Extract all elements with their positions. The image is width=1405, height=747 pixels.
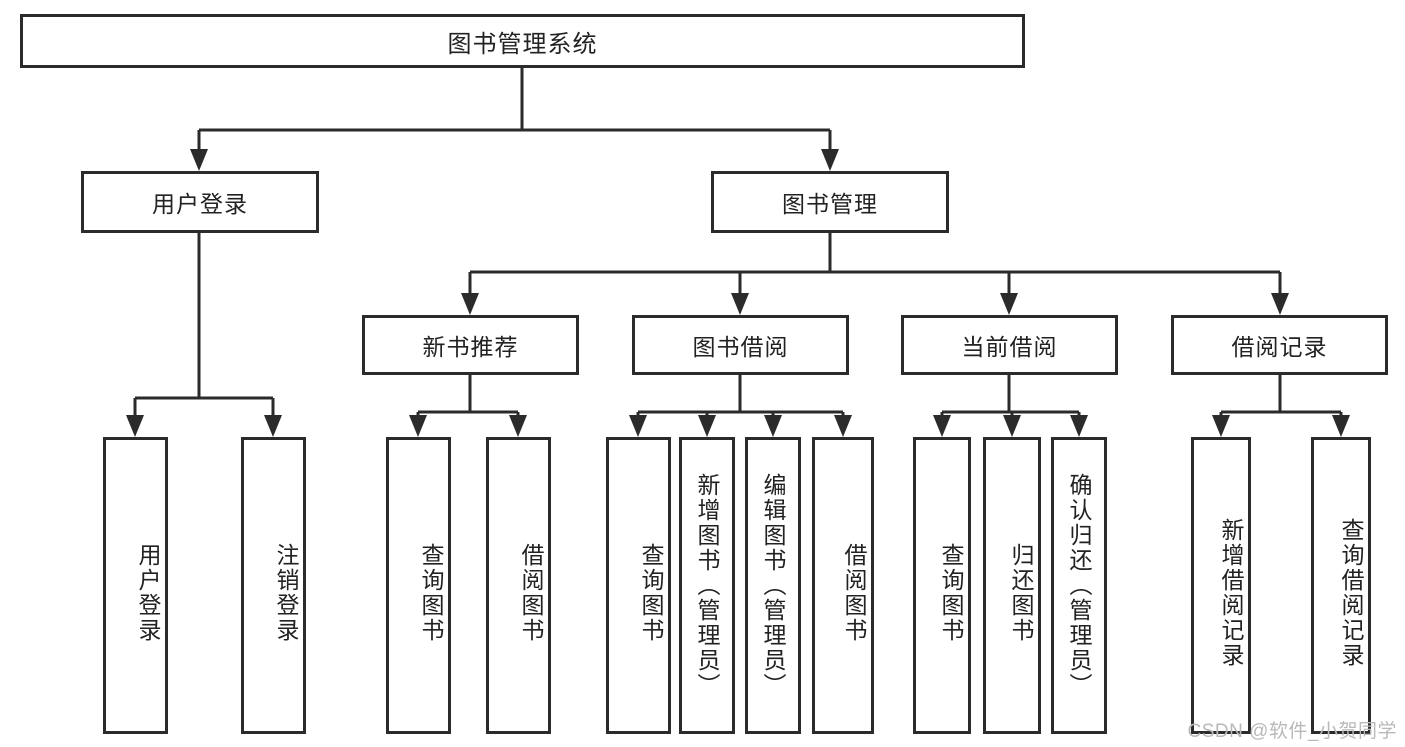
- node-book-borrow[interactable]: 图书借阅: [632, 315, 849, 375]
- node-book-management[interactable]: 图书管理: [711, 171, 949, 233]
- node-root[interactable]: 图书管理系统: [20, 14, 1025, 68]
- leaf-query-book-borrow[interactable]: 查询图书: [606, 437, 671, 734]
- leaf-user-login[interactable]: 用户登录: [103, 437, 168, 734]
- leaf-borrow-book[interactable]: 借阅图书: [812, 437, 874, 734]
- node-borrow-record[interactable]: 借阅记录: [1171, 315, 1388, 375]
- leaf-query-book-current[interactable]: 查询图书: [913, 437, 971, 734]
- leaf-edit-book-admin[interactable]: 编辑图书（管理员）: [745, 437, 801, 734]
- leaf-query-book-recommend[interactable]: 查询图书: [386, 437, 451, 734]
- leaf-logout-login[interactable]: 注销登录: [241, 437, 306, 734]
- node-current-borrow[interactable]: 当前借阅: [901, 315, 1118, 375]
- leaf-add-borrow-record[interactable]: 新增借阅记录: [1191, 437, 1251, 734]
- leaf-add-book-admin[interactable]: 新增图书（管理员）: [679, 437, 735, 734]
- leaf-query-borrow-record[interactable]: 查询借阅记录: [1311, 437, 1371, 734]
- leaf-borrow-book-recommend[interactable]: 借阅图书: [486, 437, 551, 734]
- node-new-book-recommend[interactable]: 新书推荐: [362, 315, 579, 375]
- node-user-login[interactable]: 用户登录: [81, 171, 319, 233]
- leaf-confirm-return-admin[interactable]: 确认归还（管理员）: [1051, 437, 1107, 734]
- leaf-return-book[interactable]: 归还图书: [983, 437, 1041, 734]
- csdn-watermark: CSDN @软件_小贺同学: [1187, 721, 1397, 742]
